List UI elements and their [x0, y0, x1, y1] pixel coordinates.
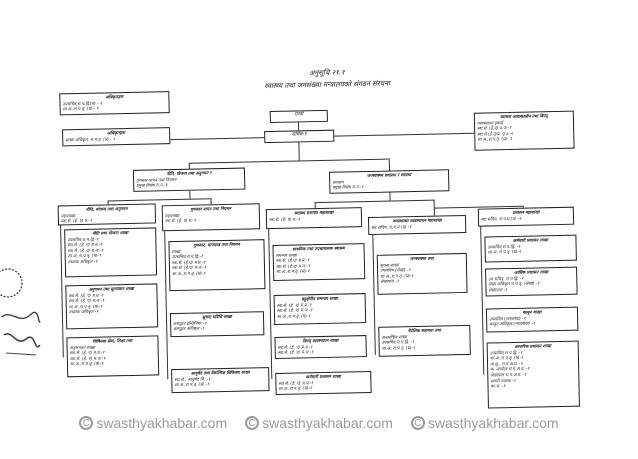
top-left-officer-box-2: अधिकृतहरू शाखा अधिकृत, रा.प.तृ. (प्र) - …	[62, 127, 171, 147]
c4-info-section-box: जनस्वास्थ्य तथा सूचना शाखा उपसचिव (लेखा)…	[376, 252, 468, 295]
c5-law-section-box: कानून शाखा उपसचिव (न्यायसेवा) -१ कानून अ…	[485, 306, 579, 333]
minister-label: मन्त्री	[294, 111, 304, 118]
official-stamp-icon	[0, 268, 41, 356]
policy-division-box: नीति, योजना तथा अनुगमन र गुणस्तर मापन तथ…	[132, 167, 246, 192]
c4-foreign-aid-section-box: वैदेशिक सहायता तथा अन्तर्राष्ट्रिय शाखा …	[378, 324, 471, 357]
secretary-label: सचिव-१	[291, 131, 307, 138]
watermark-item: C swasthyakhabar.com	[245, 415, 393, 431]
c3-head-box: स्वास्थ्य समन्वय महाशाखा स्वा.से. (हे. ए…	[265, 207, 363, 230]
watermark-item: C swasthyakhabar.com	[79, 415, 227, 431]
c3-multisector-section-box: बहुक्षेत्रीय समन्वय शाखा स्वा.से. (हे. ए…	[273, 293, 367, 325]
c1-planning-section-box: नीति तथा योजना शाखा उपसचिव,रा.प.द्वि.-१ …	[64, 227, 158, 278]
c2-it-section-box: सूचना प्रविधि शाखा कम्प्युटर इन्जिनियर -…	[169, 311, 265, 338]
minister-box: मन्त्री	[269, 109, 328, 124]
c1-medical-education-section-box: चिकित्सा सेवा, शिक्षा तथा अनुसन्धान शाखा…	[66, 335, 160, 378]
c2-head-box: गुणस्तर मापन तथा नियमन महाशाखा स्वा.से. …	[161, 203, 261, 232]
c2-quality-section-box: गुणस्तर, मापदण्ड तथा नियमन शाखा उपसचिव,र…	[168, 239, 266, 292]
page-subtitle: स्वास्थ्य तथा जनसंख्या मन्त्रालयको संगठन…	[264, 79, 390, 91]
c5-staff-admin-section-box: कर्मचारी प्रशासन शाखा उपसचिव,रा.प.द्वि. …	[484, 234, 577, 263]
c1-head-box: नीति, योजना तथा अनुगमन महाशाखा स्वा.से. …	[57, 203, 157, 226]
watermark-item: C swasthyakhabar.com	[410, 415, 559, 431]
secretary-box: सचिव-१	[264, 129, 335, 144]
copyright-icon: C	[410, 416, 425, 430]
copyright-icon: C	[79, 416, 94, 430]
c5-finance-section-box: आर्थिक प्रशासन शाखा उप सचिव, रा.प.द्वि. …	[485, 266, 578, 297]
c4-head-box: जनस्वास्थ्य व्यवस्थापन महाशाखा सह सचिव, …	[367, 214, 467, 235]
top-left-officer-box-1: अधिकृतहरू उपसचिव,रा.प.द्वि.(प्र) - १ शा.…	[59, 91, 170, 116]
copyright-icon: C	[245, 416, 260, 430]
c2-ayurveda-section-box: आयुर्वेद तथा वैकल्पिक चिकित्सा शाखा स्वा…	[171, 367, 270, 394]
c1-monitoring-section-box: अनुगमन तथा मूल्यांकन शाखा स्वा.से. (हे. …	[65, 283, 159, 330]
page-title: अनुसूचि २१.१	[309, 68, 345, 78]
c3-disaster-section-box: विपद् व्यवस्थापन शाखा स्वा.से. (हे. ए) प…	[274, 335, 367, 359]
watermark-footer: C swasthyakhabar.com C swasthyakhabar.co…	[0, 412, 638, 434]
c3-staff-section-box: कर्मचारी प्रशासन शाखा स्वा.से. (हे. ए) प…	[275, 370, 372, 395]
c5-internal-admin-section-box: आन्तरिक प्रशासन शाखा उपसचिव,रा.प.द्वि. -…	[486, 340, 580, 409]
c3-primary-care-section-box: प्राथमिक तथा उपचारात्मक स्वास्थ्य समन्वय…	[272, 243, 366, 281]
c5-head-box: प्रशासन महाशाखा सह सचिव, रा.प.प्र (प्र) …	[477, 206, 575, 227]
public-health-division-box: जनस्वास्थ्य प्रशासन र स्वास्थ्य प्रशासन …	[328, 169, 450, 194]
emergency-unit-box: स्वास्थ्य आपत्कालीन तथा विपद् व्यवस्थापन…	[473, 110, 575, 151]
